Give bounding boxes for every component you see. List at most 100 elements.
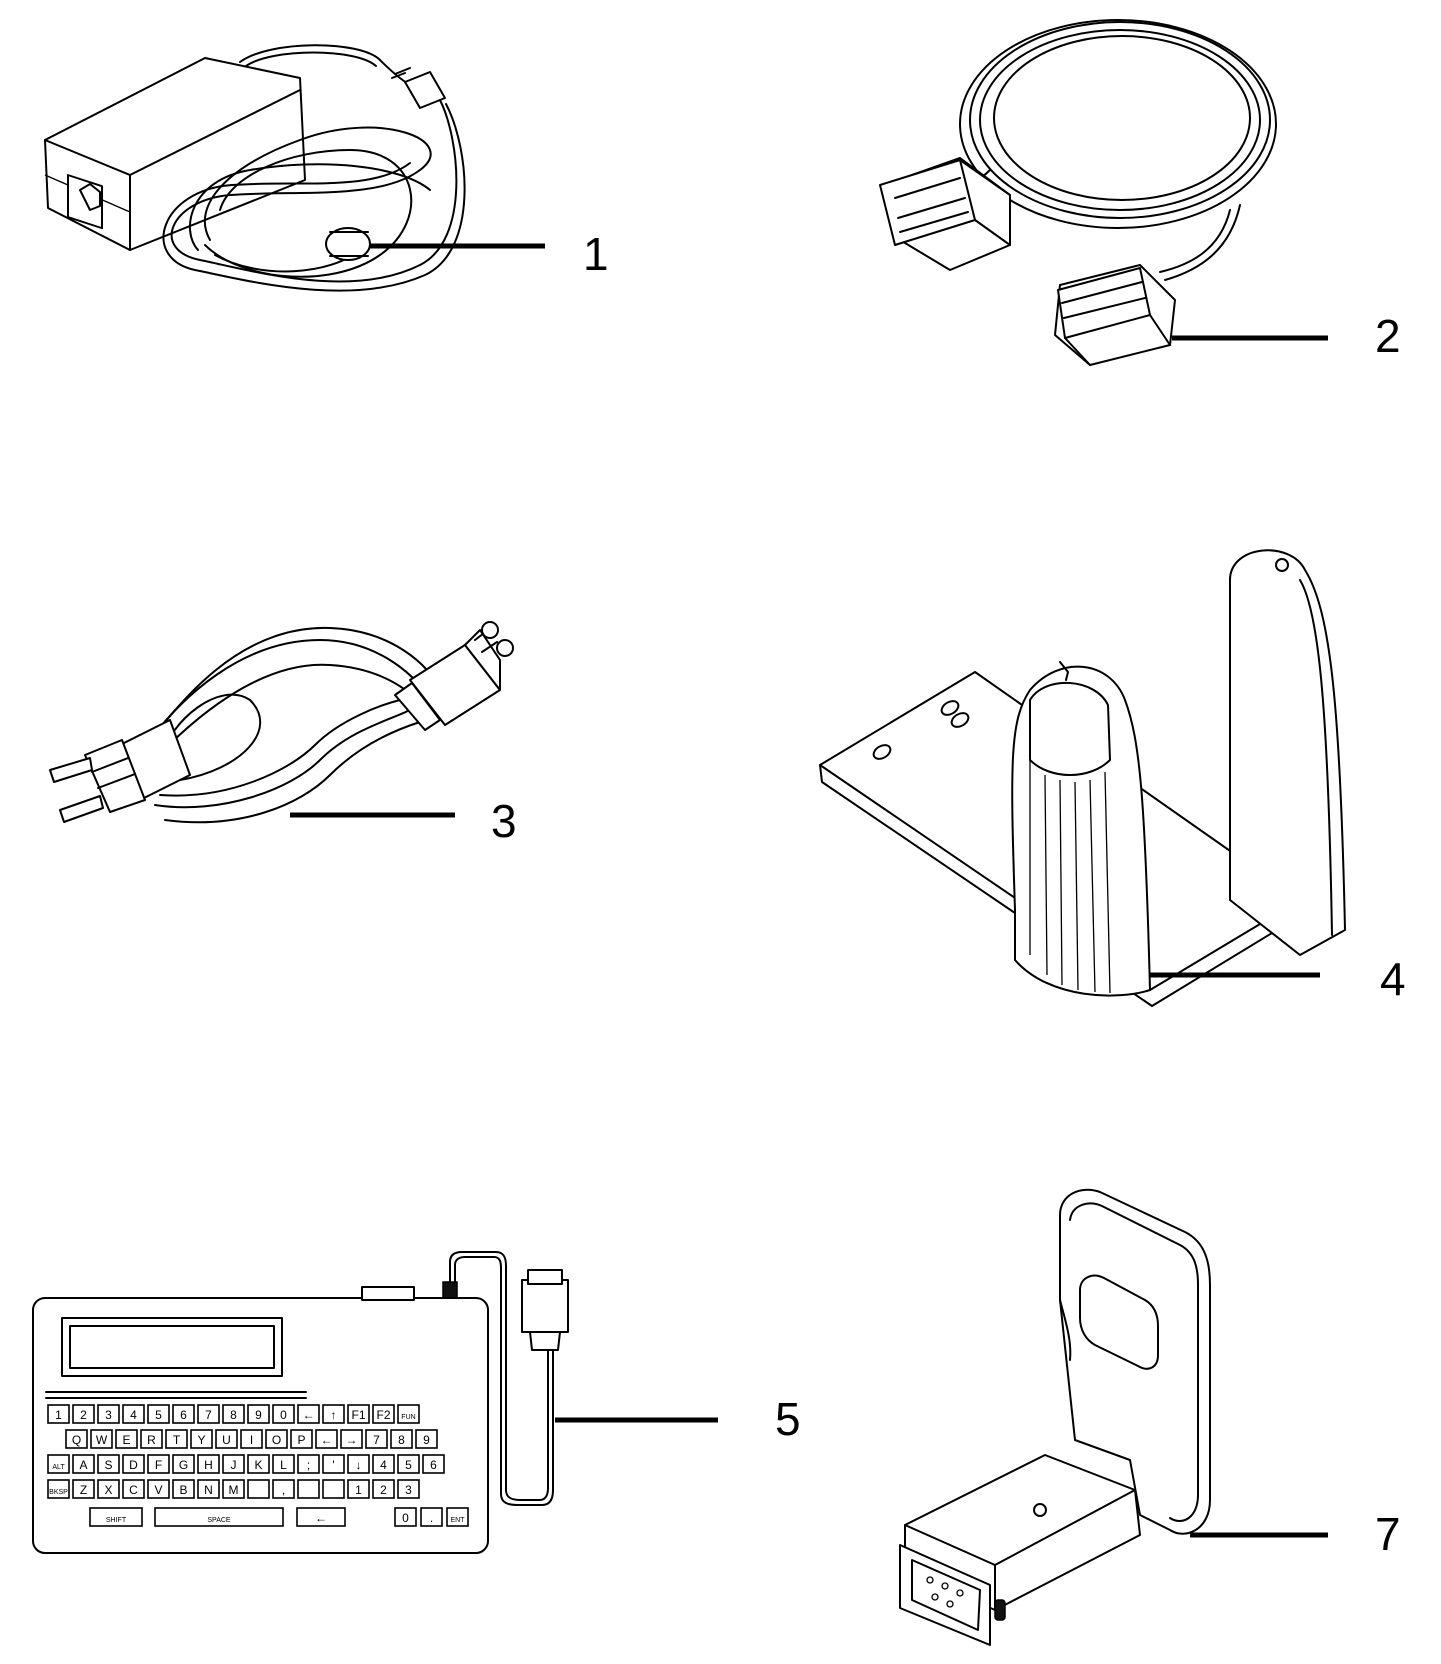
keyboard-key-label: L — [280, 1458, 287, 1472]
keyboard-key-label: V — [154, 1483, 162, 1497]
keyboard-key-label: 6 — [180, 1408, 187, 1422]
keyboard-key — [272, 1479, 295, 1499]
keyboard-key-label: 1 — [355, 1483, 362, 1497]
keyboard-key-label: I — [250, 1433, 253, 1447]
callout-number-7: 7 — [1375, 1508, 1401, 1560]
keyboard-key — [390, 1429, 413, 1449]
keyboard-key — [296, 1507, 346, 1527]
callout-number-3: 3 — [491, 795, 517, 847]
keyboard-key-label: H — [204, 1458, 213, 1472]
keyboard-key-label: BKSP — [49, 1489, 68, 1496]
keyboard-key-label: 2 — [80, 1408, 87, 1422]
keyboard-key-label: → — [346, 1433, 358, 1447]
keyboard-key — [297, 1454, 320, 1474]
keyboard-key-label: ALT — [52, 1464, 65, 1471]
keyboard-key — [172, 1454, 195, 1474]
keyboard-key-label: 0 — [280, 1408, 287, 1422]
keyboard-key-label: G — [179, 1458, 188, 1472]
keyboard-key-label: N — [204, 1483, 213, 1497]
keyboard-key — [65, 1429, 88, 1449]
serial-adapter-illustration — [899, 1188, 1328, 1646]
keyboard-key-label: 2 — [380, 1483, 387, 1497]
keyboard-key-label: T — [173, 1433, 181, 1447]
keyboard-key-label: 4 — [130, 1408, 137, 1422]
keyboard-key — [97, 1479, 120, 1499]
keyboard-key — [372, 1479, 395, 1499]
keyboard-key — [272, 1454, 295, 1474]
keyboard-key-label: 3 — [405, 1483, 412, 1497]
keyboard-key — [197, 1404, 220, 1424]
keyboard-key-label: E — [122, 1433, 130, 1447]
keyboard-key — [97, 1454, 120, 1474]
keyboard-key — [222, 1404, 245, 1424]
keyboard-key — [240, 1429, 263, 1449]
callout-number-2: 2 — [1375, 310, 1401, 362]
keyboard-key-label: SHIFT — [106, 1517, 127, 1524]
keyboard-key — [72, 1404, 95, 1424]
keyboard-key — [115, 1429, 138, 1449]
keyboard-key — [297, 1404, 320, 1424]
callout-number-4: 4 — [1380, 953, 1406, 1005]
keyboard-key — [72, 1479, 95, 1499]
keyboard-key-label: ENT — [451, 1517, 466, 1524]
media-hanger-illustration — [819, 549, 1346, 1007]
callout-number-5: 5 — [775, 1393, 801, 1445]
keyboard-key-label: 9 — [255, 1408, 262, 1422]
keyboard-key-label: ↓ — [356, 1458, 362, 1472]
keyboard-key — [247, 1404, 270, 1424]
keyboard-key-label: ← — [315, 1511, 327, 1525]
keyboard-key-label: O — [272, 1433, 281, 1447]
keyboard-key-label: F1 — [351, 1408, 365, 1422]
keyboard-key-label: W — [96, 1433, 108, 1447]
keyboard-key-label: Y — [197, 1433, 205, 1447]
keyboard-key — [197, 1454, 220, 1474]
keyboard-key — [222, 1454, 245, 1474]
keyboard-key-label: K — [254, 1458, 262, 1472]
keyboard-key-label: F — [155, 1458, 162, 1472]
keyboard-key-label: 7 — [373, 1433, 380, 1447]
keyboard-key-label: A — [79, 1458, 87, 1472]
keyboard-key — [322, 1404, 345, 1424]
keyboard-key-label: 1 — [55, 1408, 62, 1422]
keyboard-key-label: 9 — [423, 1433, 430, 1447]
keyboard-key — [394, 1507, 417, 1527]
keyboard-key — [265, 1429, 288, 1449]
keyboard-key — [197, 1479, 220, 1499]
keyboard-key — [147, 1454, 170, 1474]
keyboard-key — [297, 1479, 320, 1499]
keyboard-key — [347, 1479, 370, 1499]
keyboard-key — [147, 1479, 170, 1499]
keyboard-key-label: ← — [303, 1408, 315, 1422]
keyboard-key — [372, 1454, 395, 1474]
keyboard-key — [154, 1507, 284, 1527]
keyboard-key — [340, 1429, 363, 1449]
keyboard-key — [446, 1507, 469, 1527]
keyboard-key-label: U — [222, 1433, 231, 1447]
keyboard-key — [72, 1454, 95, 1474]
keyboard-key-label: D — [129, 1458, 138, 1472]
interface-cable-illustration — [879, 19, 1328, 366]
keyboard-key-label: 8 — [230, 1408, 237, 1422]
keyboard-key-label: . — [430, 1511, 433, 1525]
keyboard-key-label: 8 — [398, 1433, 405, 1447]
keyboard-key-label: X — [104, 1483, 112, 1497]
keyboard-key-label: 3 — [105, 1408, 112, 1422]
keyboard-key-label: , — [282, 1483, 285, 1497]
keyboard-key — [247, 1454, 270, 1474]
keyboard-key — [315, 1429, 338, 1449]
keyboard-key — [122, 1404, 145, 1424]
keyboard-key-label: J — [231, 1458, 237, 1472]
power-adapter-illustration — [44, 44, 545, 292]
keyboard-key — [190, 1429, 213, 1449]
keyboard-key — [347, 1404, 370, 1424]
keyboard-key — [147, 1404, 170, 1424]
keyboard-key — [222, 1479, 245, 1499]
keyboard-key-label: 4 — [380, 1458, 387, 1472]
keyboard-key — [140, 1429, 163, 1449]
keyboard-key-label: FUN — [401, 1414, 415, 1421]
keyboard-key — [422, 1454, 445, 1474]
keyboard-key-label: F2 — [376, 1408, 390, 1422]
keyboard-key-label: M — [229, 1483, 239, 1497]
